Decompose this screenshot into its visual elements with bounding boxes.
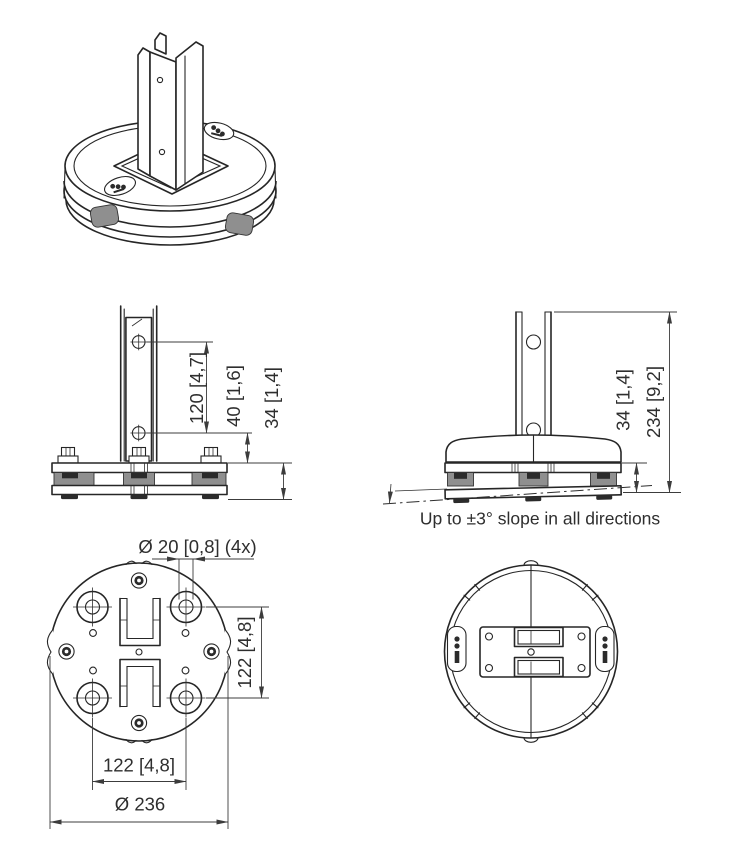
dim-hole-diameter-label: Ø 20 [0,8] (4x) <box>138 536 256 557</box>
foot <box>61 494 78 500</box>
pad-bolt-head <box>202 472 218 479</box>
pad-bolt-head <box>131 472 147 479</box>
small-hole <box>89 629 97 637</box>
channel-left-flange <box>137 47 151 177</box>
dim-base-height-label: 34 [1,4] <box>261 367 282 429</box>
channel-back-flange <box>154 32 167 55</box>
plate-hatch-ticks <box>130 463 148 495</box>
base-clip <box>224 212 255 236</box>
clip-notch <box>125 560 137 566</box>
base-top-plate <box>444 462 622 474</box>
hex-bolt <box>128 446 150 464</box>
pad-bolt-head <box>62 472 78 479</box>
channel-web <box>149 51 177 191</box>
pad-bolt-head <box>454 472 467 479</box>
slope-angle-arrow <box>387 483 393 504</box>
perimeter-bolt <box>130 572 148 589</box>
side-view: 34 [1,4] 234 [9,2] Up to ±3° slope in al… <box>382 311 681 529</box>
clip-notch <box>141 738 153 744</box>
pad-bolt-head <box>527 472 540 479</box>
hex-bolt <box>57 446 79 464</box>
dim-hole-to-base-label: 40 [1,6] <box>223 365 244 427</box>
side-dimensions: 34 [1,4] 234 [9,2] <box>554 311 681 493</box>
brand-badge-icon <box>104 175 136 197</box>
base-outline <box>49 562 229 742</box>
dim-hole-spacing-vertical-label: 122 [4,8] <box>234 616 255 688</box>
slope-note-text: Up to ±3° slope in all directions <box>420 509 661 529</box>
foot <box>596 495 613 500</box>
rubber-pad <box>518 472 549 487</box>
base-bottom-plate <box>51 484 228 496</box>
cover-tab <box>523 560 539 566</box>
strut-cutout-lower <box>513 656 564 678</box>
plan-dimensions: Ø 20 [0,8] (4x) 122 [4,8] 122 [4,8] Ø 23… <box>49 536 269 829</box>
dim-hole-spacing-horizontal-label: 122 [4,8] <box>103 755 175 776</box>
mounting-hole <box>166 678 206 718</box>
dim-total-height-label: 234 [9,2] <box>643 366 664 438</box>
brand-badge-icon <box>594 625 615 673</box>
base-top-plate <box>51 462 228 474</box>
isometric-view <box>48 32 292 246</box>
perimeter-bolt <box>203 643 220 660</box>
strut-cutout-upper <box>119 597 161 647</box>
plan-view: Ø 20 [0,8] (4x) 122 [4,8] 122 [4,8] Ø 23… <box>44 536 269 829</box>
small-hole <box>89 666 97 675</box>
dim-hole-spacing-label: 120 [4,7] <box>186 352 207 424</box>
brand-badge-icon <box>203 121 235 141</box>
strut-channel-side <box>515 311 552 439</box>
dim-base-height-label: 34 [1,4] <box>613 369 634 431</box>
foot <box>202 494 219 500</box>
mounting-hole <box>166 587 206 627</box>
hex-bolt <box>200 446 222 464</box>
channel-hole-upper <box>130 333 147 351</box>
channel-hole <box>158 148 166 156</box>
clip-notch <box>141 560 153 566</box>
strut-cutout-lower <box>119 658 161 708</box>
adapter-plate <box>479 626 591 678</box>
plate-center-hole <box>527 648 535 656</box>
perimeter-bolt <box>130 714 148 732</box>
front-view: 120 [4,7] 40 [1,6] 34 [1,4] <box>51 305 292 500</box>
channel-hole <box>525 334 542 350</box>
mounting-hole <box>73 587 112 627</box>
pad-bolt-head <box>597 472 610 479</box>
clip-notch-marks <box>463 583 599 720</box>
clip-notch <box>125 738 137 744</box>
clip-notch <box>46 629 54 675</box>
foot <box>525 496 542 502</box>
foot <box>130 494 148 500</box>
channel-right-flange <box>175 41 204 191</box>
slope-centerline <box>382 485 653 505</box>
channel-hole <box>156 76 164 84</box>
base-clip <box>89 204 120 228</box>
mounting-hole <box>73 678 112 718</box>
cover-view <box>443 560 619 743</box>
small-hole <box>181 666 190 675</box>
perimeter-bolt <box>58 643 75 660</box>
front-dimensions: 120 [4,7] 40 [1,6] 34 [1,4] <box>146 341 292 500</box>
strut-channel <box>119 305 158 462</box>
strut-cutout-upper <box>513 626 564 648</box>
clip-notch <box>224 629 232 675</box>
small-hole <box>181 629 190 637</box>
plate-hole <box>577 663 586 673</box>
plate-hole <box>484 632 494 641</box>
tilted-bottom-assembly <box>444 485 622 504</box>
plate-hole <box>577 632 586 641</box>
brand-badge-icon <box>446 625 467 673</box>
cover-tab <box>523 737 539 743</box>
foot <box>453 498 470 504</box>
plate-hatch-ticks <box>511 463 555 473</box>
dim-outer-diameter-label: Ø 236 <box>115 794 165 815</box>
plate-hole <box>484 663 494 673</box>
center-hole <box>135 648 143 656</box>
channel-hole-lower <box>130 424 147 442</box>
